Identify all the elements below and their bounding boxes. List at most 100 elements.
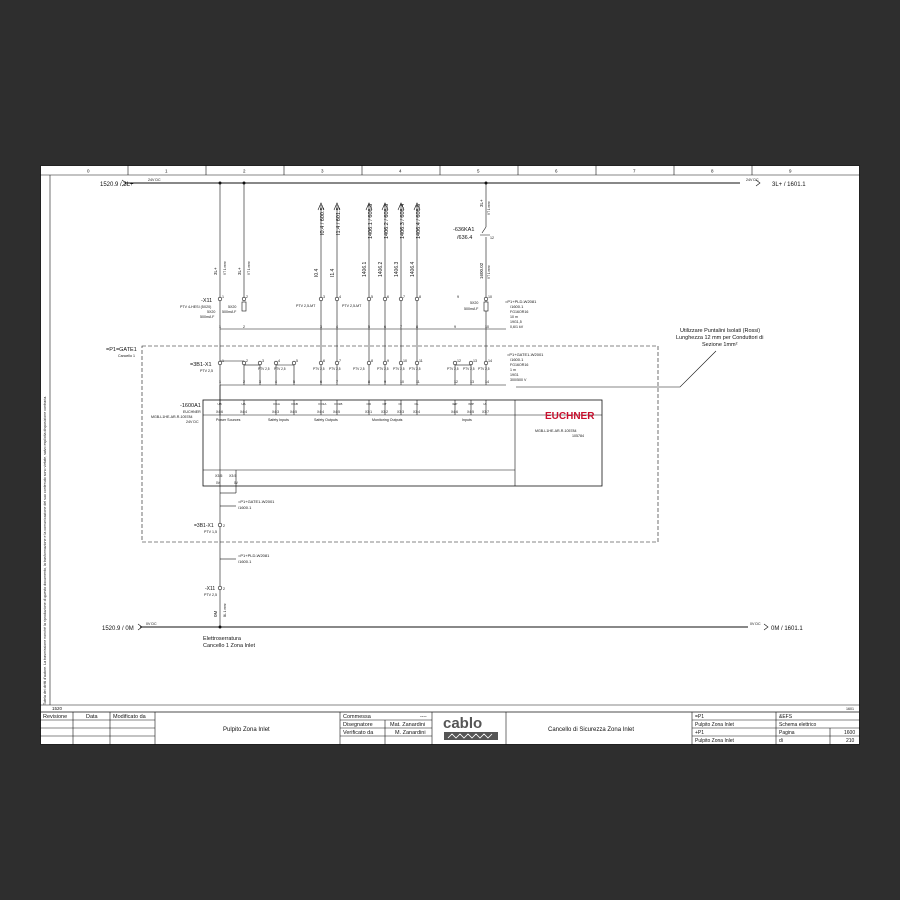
cable-w2001-type: FG16OR16 [510,363,528,367]
fuse-1-size: 5X20 [228,305,236,309]
lower-cable-2-name: =P1+PLD-W2081 [238,553,270,558]
b1-terminal-number: 1 [222,359,224,363]
b1-terminal-number: 5 [296,359,298,363]
cable-w2081-cores: 19G1,5 [510,320,522,324]
relay-contact [480,226,490,243]
column-number: 0 [87,169,90,174]
device-body [202,399,603,487]
device-pin-signal: OD [367,402,372,406]
wire-label-6: 1406.4 [410,261,416,277]
x11-terminal-number: 5 [371,295,373,299]
wire-1600-sub: VT 1 mm² [487,265,491,279]
b1-terminal-number-bottom: 3 [259,380,261,384]
wire-3l-c-sub: VT 1 mm² [487,201,491,215]
b1-ptv-label: PTV 2,5 [393,367,405,371]
device-group-label: Power Sources [216,418,241,422]
lower-terminal-2-circle [217,585,223,591]
rail-top-right-tag: 24V DC [746,178,759,182]
device-pin-signal: UB [218,402,222,406]
note-line-3: Sezione 1mm² [702,342,738,348]
signal-label-3: 1406.1 / 608.3 [368,204,374,239]
b1-terminal-number-bottom: 4 [275,380,277,384]
terminal-x11-note: PTV 4-HESI (5X20) [180,305,211,309]
cable-w2001-ref: /1600.1 [510,357,524,362]
device-pin-labels: UBX4:6UAX4:4FI1AX4:3FI1BX4:5FO1AX4:4FO1B… [216,402,489,414]
signal-label-5: 1406.3 / 608.4 [400,204,406,239]
b1-ptv-label: PTV 2,5 [274,367,286,371]
b1-terminal-number: 9 [387,359,389,363]
rail-bottom-left-tag: 0V DC [146,622,157,626]
rev-header-1: Revisione [43,714,67,720]
rail-bottom-arrows [137,623,769,631]
x11-terminal-number: 8 [419,295,421,299]
b1-ptv-label: PTV 2,5 [313,367,325,371]
x11-terminal-number-bottom: 10 [485,325,489,329]
wire-label-3: 1406.1 [362,261,368,277]
fuse-2 [483,301,489,312]
device-pin-signal: OL [415,402,419,406]
device-group-label: Monitoring Outputs [372,418,403,422]
b1-terminal-number-bottom: 6 [320,380,322,384]
verificato-value: M. Zanardini [395,730,426,736]
lower-terminal-2-ptv: PTV 2,5 [204,593,217,597]
x11-terminal-number: 2 [246,295,248,299]
disegnatore-label: Disegnatore [343,722,373,728]
device-group-label: Safety Inputs [268,418,289,422]
lower-terminal-1-num: 2 [223,524,225,528]
commessa-value: ---- [420,714,427,720]
note-line-2: Lunghezza 12 mm per Conduttori di [676,335,763,341]
device-pin-terminal: X3:7 [482,410,489,414]
signal-label-4: 1406.2 / 608.3 [384,204,390,239]
device-pin-terminal: X4:3 [272,410,279,414]
device-pin-signal: OI [399,402,402,406]
column-number: 2 [243,169,246,174]
terminal-3b1-name: =3B1-X1 [190,362,212,368]
device-pin-terminal: X4:4 [317,410,324,414]
device-pin-signal: FI1B [292,402,298,406]
note-leader [516,350,717,388]
rev-header-3: Modificato da [113,714,147,720]
fuse-1-rating: 500mA F [222,310,237,314]
cable-w2081-ref: /1600.1 [510,304,524,309]
euchner-logo: EUCHNER [545,411,595,422]
tb-r1c2: &EFS [779,714,793,720]
device-pin-terminal: X3:2 [381,410,388,414]
tb-r4c3: 210 [846,738,855,744]
cable-w2081-voltage: 0,6/1 kV [510,325,524,329]
device-code: 105784 [572,434,584,438]
cable-w2001-length: 1 m [510,368,516,372]
rail-top-left: 1520.9 / 3L+ [100,182,134,188]
wire-3l-c: 3L+ [479,199,484,207]
fuse-2-rating: 500mA F [464,307,479,311]
cable-w2081-length: 10 m [510,315,518,319]
device-model-right: MGB-L1HE-AR-R-105784 [535,429,577,433]
b1-terminal-number: 4 [278,359,280,363]
wire-label-1: I0.4 [314,268,320,277]
sheet-prev: 1520 [52,706,63,711]
device-pin-signal: UA [242,402,246,406]
gate-boundary [141,345,659,543]
device-pin-signal: IEP [453,402,458,406]
b1-ptv-label: PTV 2,5 [258,367,270,371]
device-pin-signal: OT [383,402,387,406]
device-maker: EUCHNER [183,410,201,414]
tb-r2c1: Pulpito Zona Inlet [695,722,735,728]
device-pin-x3-a: X3:5 [215,474,222,478]
b1-terminal-number: 3 [262,359,264,363]
b1-terminal-number: 14 [488,359,492,363]
x11-terminal-number: 3 [323,295,325,299]
wire-0m: 0M [213,610,218,617]
cablo-logo: cablo [443,715,482,732]
column-number: 1 [165,169,168,174]
lower-cable-2-ref: /1600.1 [238,559,252,564]
x11-terminal-number-bottom: 2 [243,325,245,329]
cablo-logo-bar [444,732,498,740]
tb-r3c3: 1600 [844,730,855,736]
device-pin-terminal: X4:6 [216,410,223,414]
b1-terminal-number: 8 [371,359,373,363]
x11-ptv-a: PTV 2,5-MT [296,304,316,308]
wire-3l-a: 3L+ [213,267,218,275]
wire-0m-sub: BL 1 mm² [223,603,227,617]
